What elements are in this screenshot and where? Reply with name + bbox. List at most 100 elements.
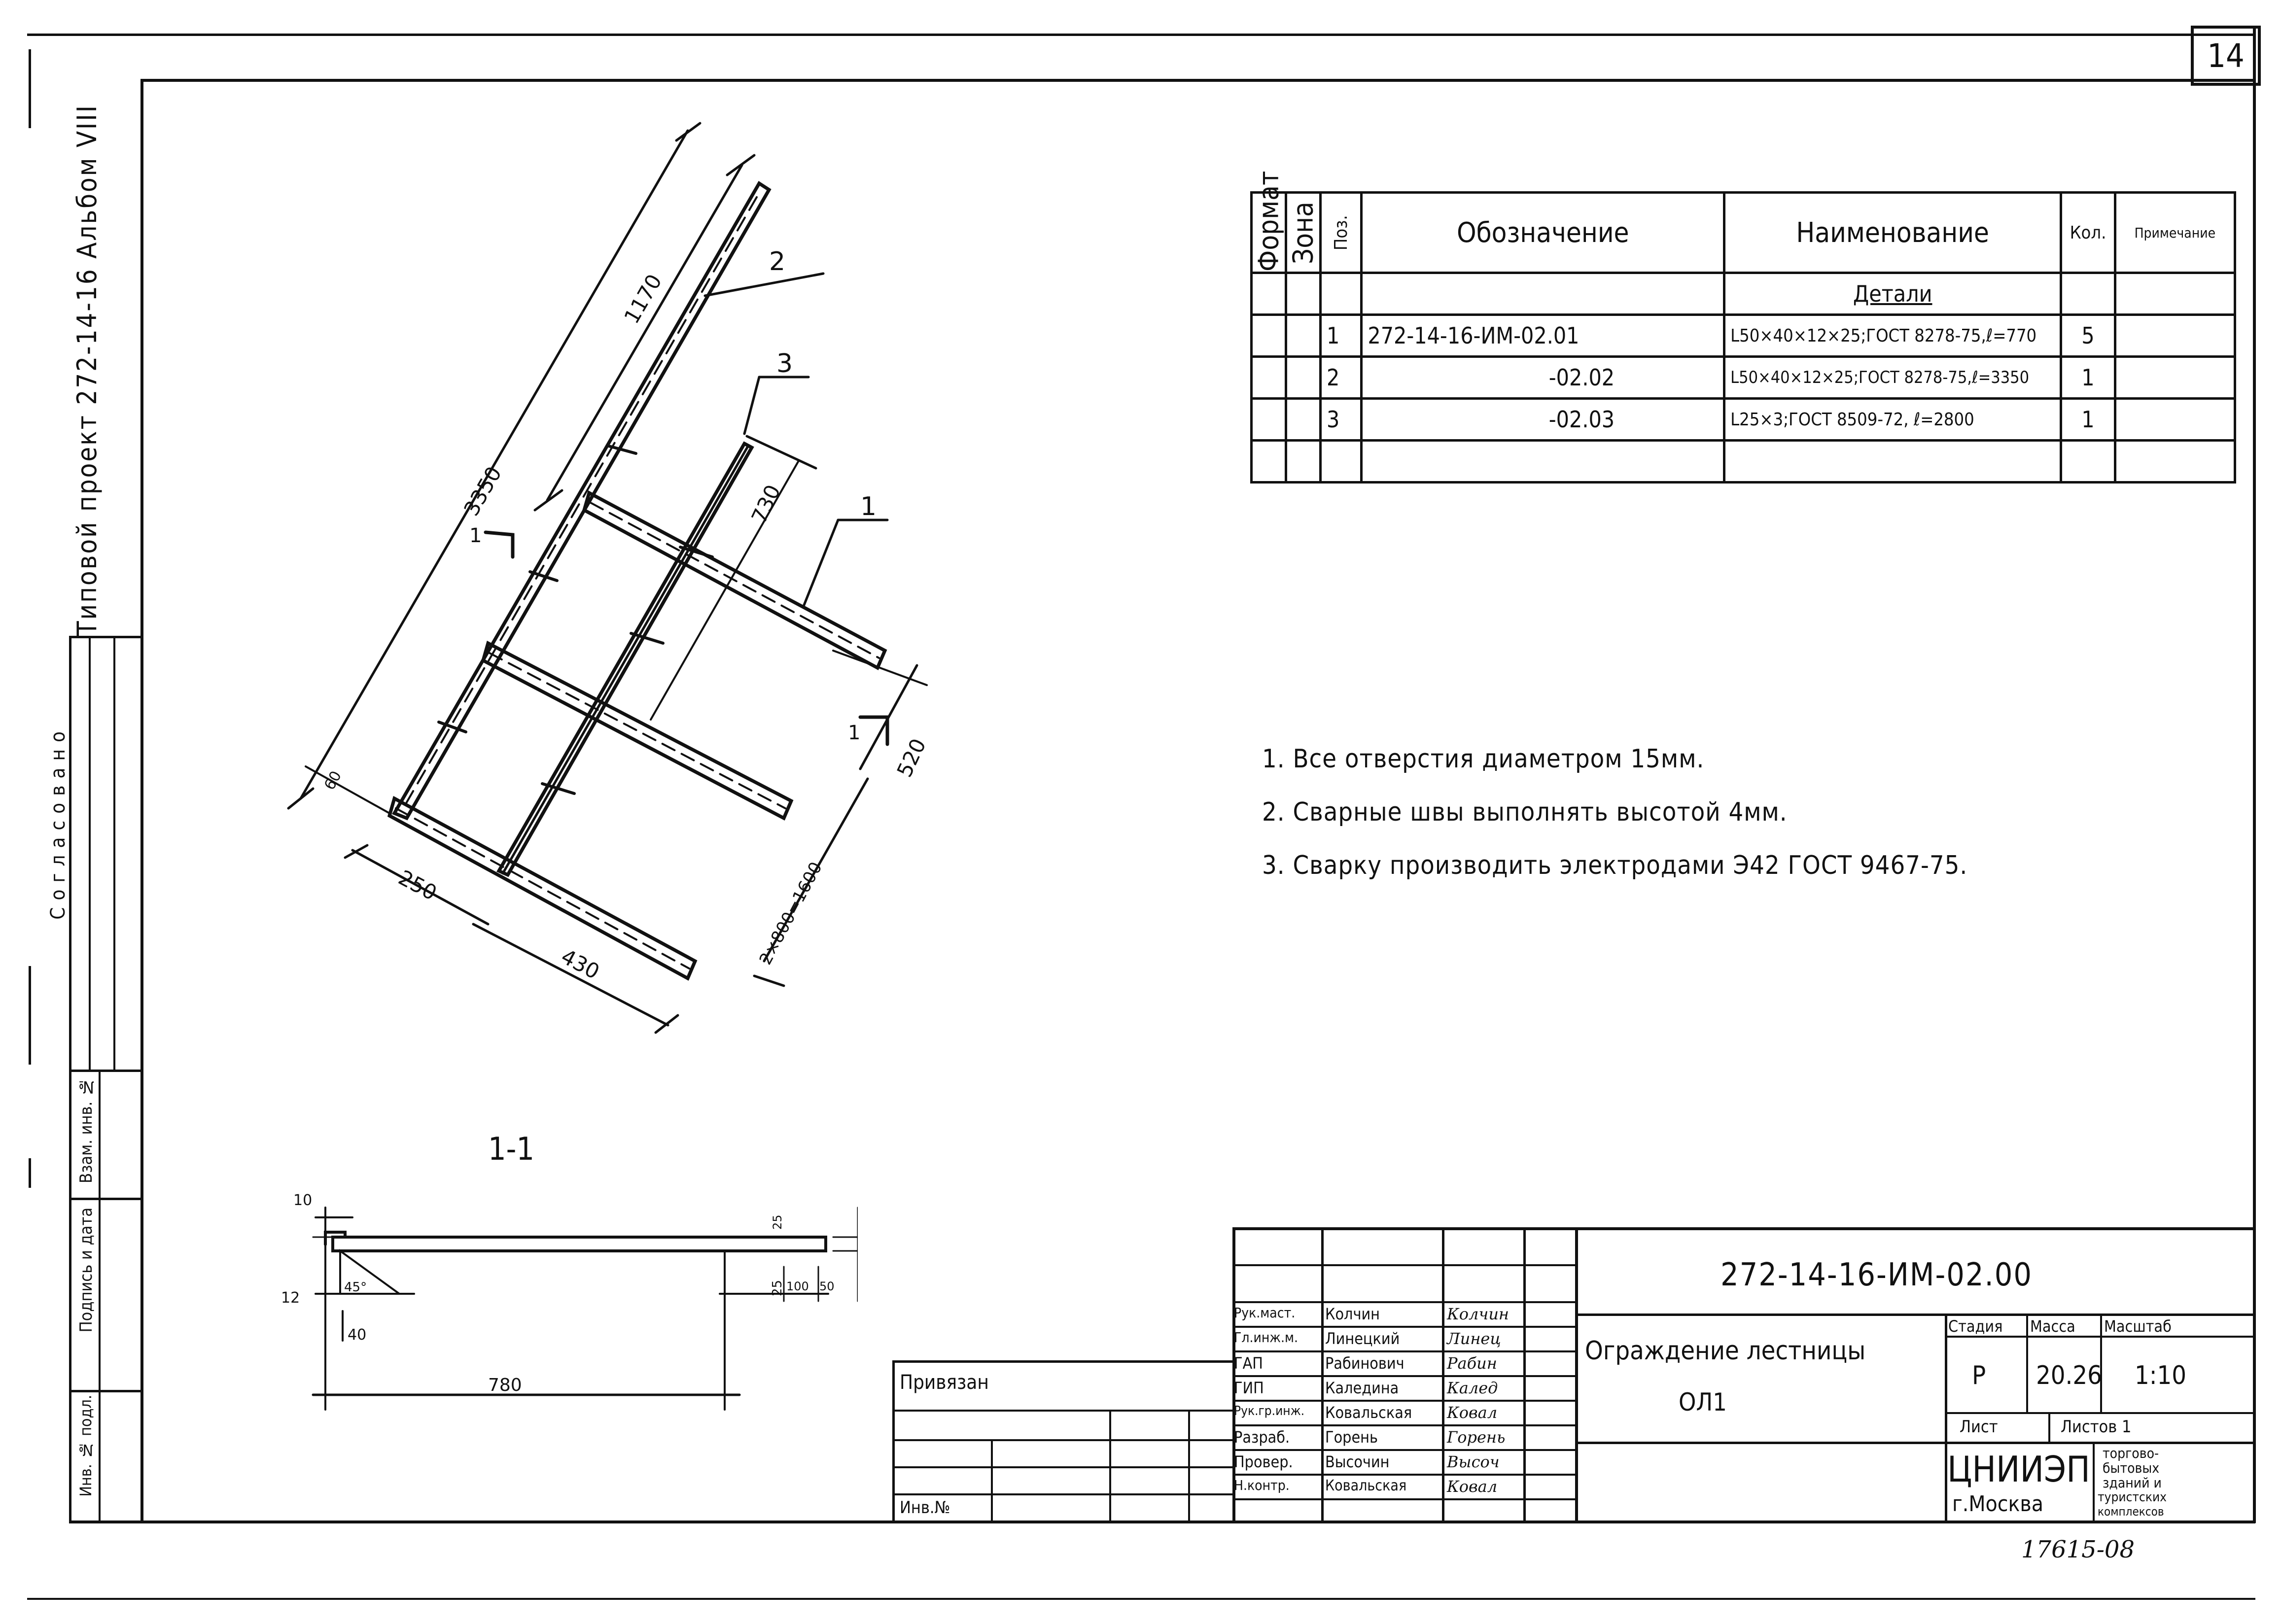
sign-1: Колчин [1447, 1305, 1509, 1323]
dim-1600-line [763, 777, 869, 963]
name-5: Ковальская [1325, 1403, 1412, 1422]
title-line-2: ОЛ1 [1679, 1388, 1727, 1417]
dim-3350: 3350 [459, 462, 506, 520]
title-line-1: Ограждение лестницы [1585, 1336, 1866, 1366]
name-7: Высочин [1325, 1452, 1390, 1471]
spec-header-row: Формат Зона Поз. Обозначение Наименовани… [1251, 171, 2237, 274]
inner-frame-right [2253, 26, 2256, 1523]
col-format: Формат [1251, 171, 1286, 273]
leader-2 [703, 272, 825, 297]
outer-bottom-line [27, 1598, 2255, 1600]
position-1: 1 [860, 492, 877, 521]
org-desc-2: бытовых [2103, 1460, 2160, 1476]
col-name: Наименование [1723, 191, 2063, 274]
role-5: Рук.гр.инж. [1234, 1404, 1305, 1418]
sec-dim-100: 100 [786, 1279, 809, 1293]
sec-dim-10: 10 [293, 1192, 312, 1209]
scale-value: 1:10 [2135, 1361, 2187, 1390]
sign-2: Линец [1447, 1329, 1501, 1348]
dim-730-line [745, 435, 817, 470]
sheet-number: 14 [2191, 26, 2261, 86]
mass-label: Масса [2030, 1317, 2075, 1336]
col-qty: Кол. [2060, 191, 2116, 274]
role-4: ГИП [1234, 1379, 1264, 1397]
org-desc-3: зданий и [2103, 1475, 2162, 1491]
dim-730: 730 [747, 481, 785, 527]
dim-250-line [351, 849, 490, 926]
dim-60: 60 [321, 768, 345, 793]
sign-7: Высоч [1447, 1452, 1500, 1471]
sign-5: Ковал [1447, 1403, 1498, 1422]
cut-mark-lower-num: 1 [848, 722, 860, 744]
section-details: Детали [1723, 272, 2063, 316]
section-1-1-drawing: 10 12 45° 40 780 100 50 25 25 [281, 1192, 858, 1411]
post-2 [481, 640, 794, 821]
stage-label: Стадия [1948, 1317, 2003, 1336]
inner-frame-bottom [69, 1520, 2255, 1523]
binding-mark-mid [29, 966, 31, 1065]
sign-8: Ковал [1447, 1477, 1498, 1496]
name-3: Рабинович [1325, 1354, 1404, 1373]
sign-3: Рабин [1447, 1354, 1497, 1373]
sec-dim-25b: 25 [770, 1280, 785, 1296]
binding-mark-bot [29, 1158, 31, 1188]
section-title: 1-1 [488, 1131, 535, 1168]
sec-dim-45: 45° [344, 1280, 367, 1295]
stringer-hidden [401, 196, 758, 812]
org-desc-1: торгово- [2103, 1445, 2159, 1461]
railing-drawing: 3350 1170 730 520 2×800=1600 250 430 60 … [287, 122, 931, 1034]
sec-dim-40: 40 [348, 1326, 366, 1344]
org-desc-5: комплексов [2098, 1505, 2164, 1519]
stringer-bar [391, 181, 772, 821]
spec-section-row: Детали [1250, 272, 2237, 316]
dim-60-line [305, 765, 390, 814]
inner-frame-left [140, 79, 143, 1523]
cut-mark-upper-num: 1 [469, 524, 482, 547]
mass-value: 20.26 [2036, 1361, 2102, 1390]
leader-1 [802, 518, 840, 608]
col-pos: Поз. [1320, 192, 1362, 273]
dim-430-line [472, 923, 669, 1027]
note-3: 3. Сварку производить электродами Э42 ГО… [1262, 851, 1968, 880]
note-2: 2. Сварные швы выполнять высотой 4мм. [1262, 797, 1788, 827]
sec-dim-25a: 25 [771, 1214, 784, 1230]
dim-430: 430 [557, 944, 603, 984]
name-2: Линецкий [1325, 1329, 1400, 1348]
specification-table: Формат Зона Поз. Обозначение Наименовани… [1250, 171, 2237, 484]
name-8: Ковальская [1325, 1477, 1407, 1494]
sec-dim-12: 12 [281, 1289, 300, 1307]
binding-mark-top [29, 49, 31, 128]
note-1: 1. Все отверстия диаметром 15мм. [1262, 744, 1705, 774]
role-2: Гл.инж.м. [1234, 1329, 1299, 1346]
dim-1170: 1170 [619, 270, 667, 328]
sheet-number-text: 14 [2207, 36, 2245, 75]
role-1: Рук.маст. [1234, 1305, 1296, 1321]
col-note: Примечание [2113, 191, 2237, 274]
sheets-label: Листов 1 [2061, 1417, 2132, 1437]
linked-label: Привязан [900, 1371, 989, 1394]
position-2: 2 [769, 247, 785, 276]
role-7: Провер. [1234, 1452, 1293, 1471]
dim-3350-line [299, 129, 689, 800]
sign-6: Горень [1447, 1428, 1506, 1447]
table-row: 3 -02.03 L25×3;ГОСТ 8509-72, ℓ=2800 1 [1250, 397, 2237, 442]
dim-520: 520 [892, 735, 931, 781]
lower-bar-inner [501, 444, 750, 875]
post-2-hidden [489, 652, 786, 809]
post-1-hidden [590, 502, 880, 659]
table-row-empty [1250, 439, 2237, 484]
sheet-label: Лист [1960, 1417, 1998, 1437]
role-3: ГАП [1234, 1354, 1263, 1373]
col-designation: Обозначение [1360, 191, 1726, 274]
archive-stamp: 17615-08 [2021, 1536, 2135, 1563]
org-city: г.Москва [1952, 1491, 2044, 1517]
table-row: 2 -02.02 L50×40×12×25;ГОСТ 8278-75,ℓ=335… [1250, 355, 2237, 400]
cut-mark-upper [484, 530, 515, 559]
dim-250: 250 [394, 865, 441, 905]
leader-3 [743, 376, 761, 435]
cut-mark-lower [858, 715, 889, 746]
stage-value: Р [1972, 1361, 1986, 1390]
sign-4: Калед [1447, 1379, 1498, 1397]
inv-no-label: Инв.№ [900, 1498, 950, 1518]
name-4: Каледина [1325, 1379, 1399, 1397]
